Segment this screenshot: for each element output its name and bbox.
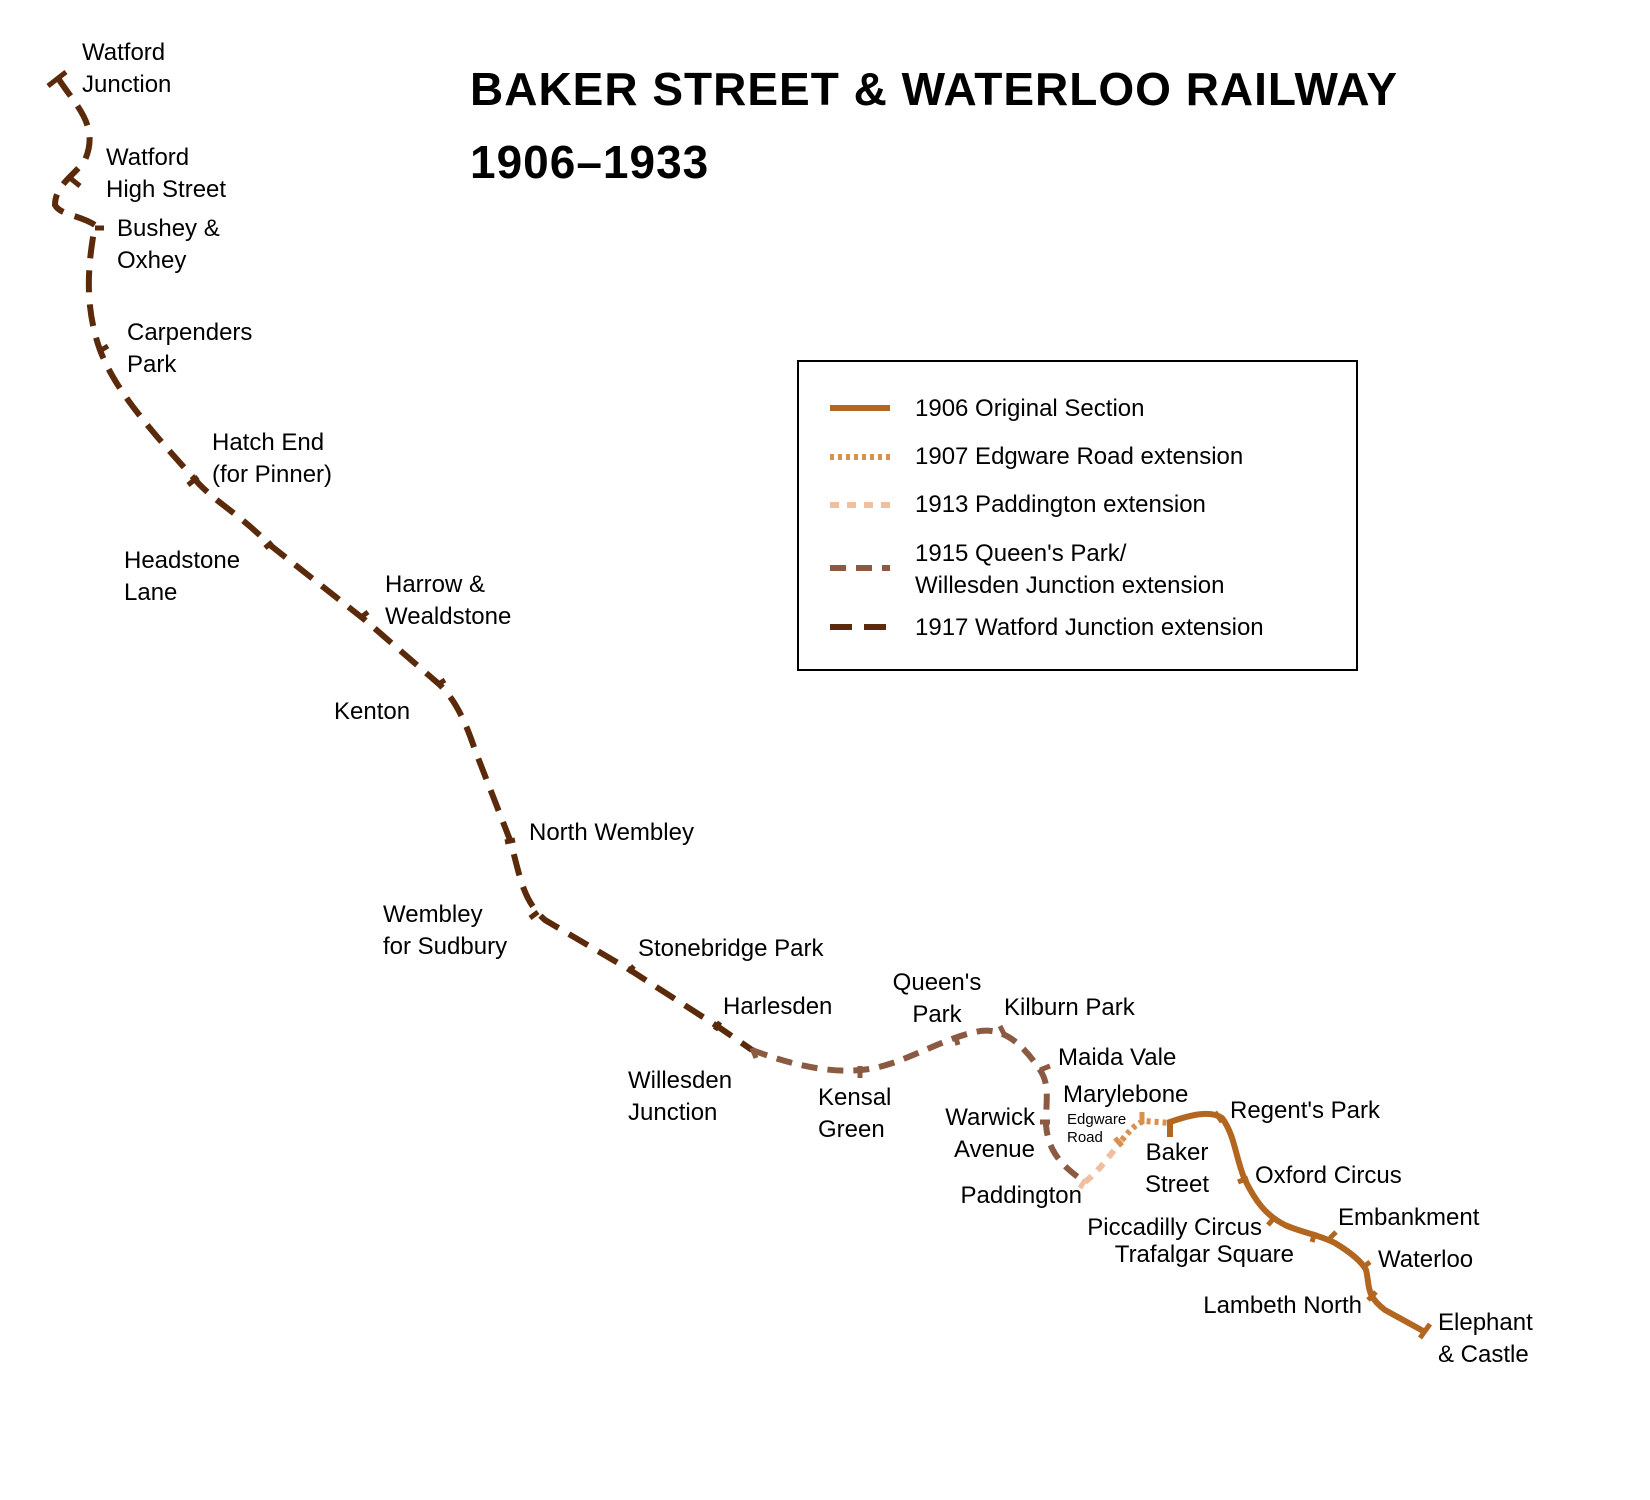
station-label-harlesden: Harlesden [723,993,832,1020]
map-subtitle: 1906–1933 [470,136,709,188]
station-label-piccadilly-circus: Piccadilly Circus [1087,1214,1262,1241]
station-label-kenton: Kenton [334,698,410,725]
station-label-lambeth-north: Lambeth North [1203,1292,1362,1319]
station-label-harrow-wealdstone: Harrow &Wealdstone [385,571,511,630]
station-ticks [46,70,1433,1340]
legend-label-1907: 1907 Edgware Road extension [915,443,1243,470]
legend-label-1917: 1917 Watford Junction extension [915,614,1264,641]
station-label-bushey-oxhey: Bushey &Oxhey [117,215,220,274]
station-label-trafalgar-square: Trafalgar Square [1115,1241,1294,1268]
station-label-oxford-circus: Oxford Circus [1255,1162,1402,1189]
map-title: BAKER STREET & WATERLOO RAILWAY [470,63,1398,115]
station-label-marylebone: Marylebone [1063,1081,1188,1108]
station-label-stonebridge-park: Stonebridge Park [638,935,824,962]
station-label-paddington: Paddington [961,1182,1082,1209]
station-label-regents-park: Regent's Park [1230,1097,1381,1124]
station-label-embankment: Embankment [1338,1204,1480,1231]
legend-label-1913: 1913 Paddington extension [915,491,1206,518]
line-1907-edgware-road-extension [1119,1117,1171,1142]
legend-box [797,360,1358,671]
legend: 1906 Original Section 1907 Edgware Road … [797,360,1358,671]
line-1913-paddington-extension [1083,1138,1125,1185]
legend-label-1906: 1906 Original Section [915,395,1144,422]
station-label-elephant-castle: Elephant& Castle [1438,1309,1533,1368]
line-1915-queens-park-extension [750,1027,1087,1185]
station-label-waterloo: Waterloo [1378,1246,1473,1273]
station-label-kilburn-park: Kilburn Park [1004,994,1136,1021]
station-label-hatch-end: Hatch End(for Pinner) [212,429,332,488]
legend-label-1915: 1915 Queen's Park/Willesden Junction ext… [915,540,1225,599]
station-label-maida-vale: Maida Vale [1058,1044,1176,1071]
station-label-north-wembley: North Wembley [529,819,694,846]
line-1917-watford-extension [51,76,754,1053]
